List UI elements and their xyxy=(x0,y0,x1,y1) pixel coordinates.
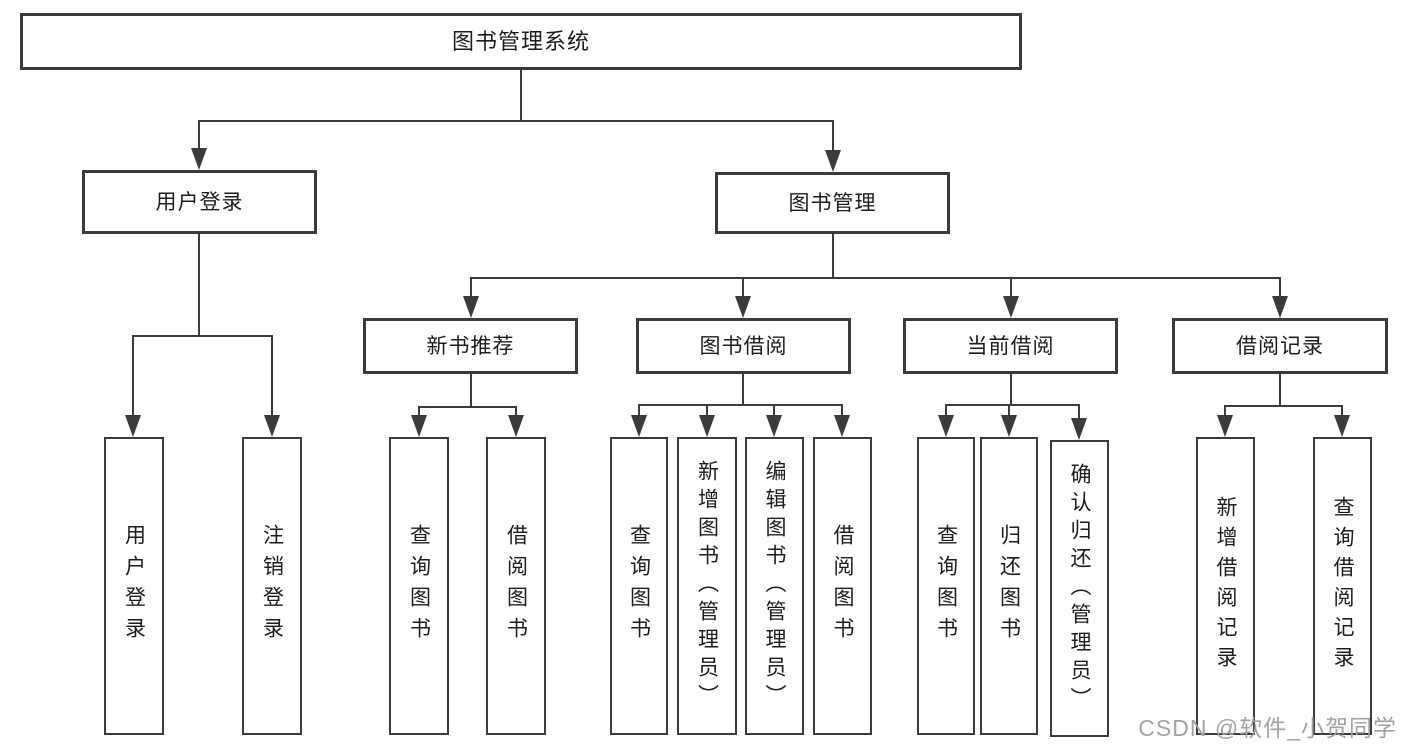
connector-drop-user-login-leaf xyxy=(132,335,134,415)
connector-current-borrow-stem xyxy=(1010,374,1012,404)
node-root: 图书管理系统 xyxy=(20,13,1022,70)
arrowhead-cb-confirm xyxy=(1071,418,1087,440)
node-borrow-record: 借阅记录 xyxy=(1172,318,1388,374)
arrowhead-br-query xyxy=(1334,415,1350,437)
leaf-rec-borrow-book: 借阅图书 xyxy=(486,437,546,735)
connector-drop-new-book-rec xyxy=(470,277,472,296)
leaf-br-add-record: 新增借阅记录 xyxy=(1196,437,1255,735)
leaf-bb-borrow-book: 借阅图书 xyxy=(813,437,872,735)
leaf-bb-edit-book-admin: 编辑图书（管理员） xyxy=(745,437,804,735)
arrowhead-user-login xyxy=(191,148,207,170)
arrowhead-bb-query xyxy=(631,415,647,437)
leaf-logout: 注销登录 xyxy=(242,437,302,735)
connector-user-login-branch xyxy=(132,335,273,337)
node-new-book-recommend: 新书推荐 xyxy=(363,318,578,374)
connector-drop-bb-add xyxy=(706,404,708,415)
connector-drop-logout xyxy=(271,335,273,415)
connector-borrow-record-stem xyxy=(1279,374,1281,405)
leaf-cb-confirm-return-admin: 确认归还（管理员） xyxy=(1050,440,1109,737)
node-current-borrow: 当前借阅 xyxy=(903,318,1118,374)
connector-user-login-stem xyxy=(198,234,200,335)
connector-book-mgmt-branch xyxy=(470,277,1281,279)
connector-drop-rec-query xyxy=(418,406,420,415)
connector-drop-book-borrow xyxy=(742,277,744,296)
connector-book-mgmt-stem xyxy=(832,234,834,277)
csdn-watermark: CSDN @软件_小贺同学 xyxy=(1138,715,1397,741)
connector-drop-br-add xyxy=(1224,405,1226,415)
connector-new-book-rec-stem xyxy=(470,374,472,406)
connector-book-borrow-branch xyxy=(638,404,843,406)
arrowhead-bb-add xyxy=(699,415,715,437)
connector-drop-cb-query xyxy=(945,404,947,415)
leaf-bb-query-book: 查询图书 xyxy=(610,437,668,735)
arrowhead-borrow-record xyxy=(1272,296,1288,318)
arrowhead-rec-query xyxy=(411,415,427,437)
arrowhead-new-book-rec xyxy=(463,296,479,318)
connector-root-stem xyxy=(520,70,522,120)
connector-drop-bb-borrow xyxy=(841,404,843,415)
arrowhead-br-add xyxy=(1217,415,1233,437)
connector-new-book-rec-branch xyxy=(418,406,516,408)
connector-drop-rec-borrow xyxy=(515,406,517,415)
arrowhead-cb-query xyxy=(938,415,954,437)
connector-drop-bb-edit xyxy=(773,404,775,415)
connector-drop-cb-confirm xyxy=(1078,404,1080,418)
leaf-cb-return-book: 归还图书 xyxy=(980,437,1038,735)
leaf-cb-query-book: 查询图书 xyxy=(917,437,975,735)
arrowhead-user-login-leaf xyxy=(125,415,141,437)
node-book-management: 图书管理 xyxy=(715,172,950,234)
connector-book-borrow-stem xyxy=(742,374,744,404)
arrowhead-bb-borrow xyxy=(834,415,850,437)
connector-drop-bb-query xyxy=(638,404,640,415)
connector-drop-user-login xyxy=(198,120,200,148)
leaf-br-query-record: 查询借阅记录 xyxy=(1313,437,1372,735)
connector-drop-br-query xyxy=(1341,405,1343,415)
arrowhead-book-management xyxy=(825,150,841,172)
arrowhead-bb-edit xyxy=(766,415,782,437)
node-book-borrow: 图书借阅 xyxy=(636,318,851,374)
connector-drop-cb-return xyxy=(1008,404,1010,415)
leaf-rec-query-book: 查询图书 xyxy=(389,437,449,735)
arrowhead-rec-borrow xyxy=(508,415,524,437)
connector-drop-current-borrow xyxy=(1010,277,1012,296)
connector-borrow-record-branch xyxy=(1224,405,1343,407)
arrowhead-logout xyxy=(264,415,280,437)
node-user-login: 用户登录 xyxy=(82,170,317,234)
arrowhead-book-borrow xyxy=(735,296,751,318)
connector-current-borrow-branch xyxy=(945,404,1080,406)
connector-drop-borrow-record xyxy=(1279,277,1281,296)
arrowhead-current-borrow xyxy=(1003,296,1019,318)
connector-drop-book-management xyxy=(832,120,834,150)
leaf-user-login: 用户登录 xyxy=(104,437,164,735)
leaf-bb-add-book-admin: 新增图书（管理员） xyxy=(677,437,737,735)
connector-root-branch xyxy=(198,120,834,122)
arrowhead-cb-return xyxy=(1001,415,1017,437)
